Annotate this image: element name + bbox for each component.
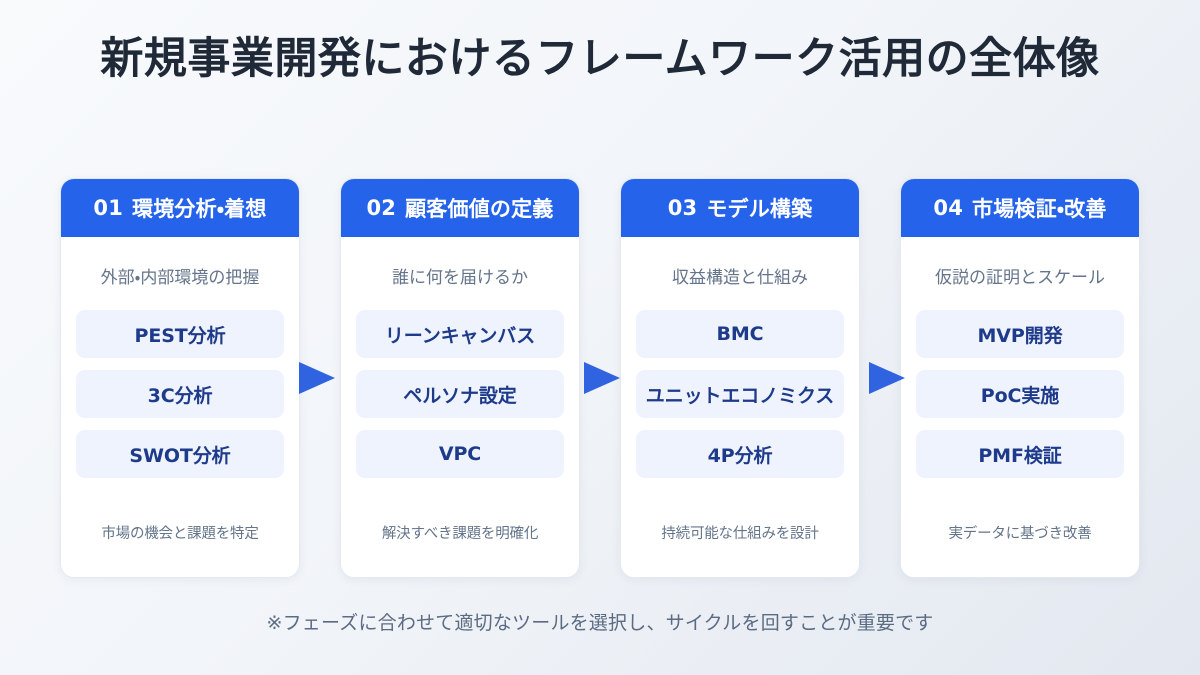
framework-chip[interactable]: 3C分析 (76, 370, 284, 418)
page-title: 新規事業開発におけるフレームワーク活用の全体像 (100, 34, 1100, 84)
phase-footnote-03: 持続可能な仕組みを設計 (661, 526, 819, 542)
phase-card-02: 02 顧客価値の定義 誰に何を届けるか リーンキャンバス ペルソナ設定 VPC … (340, 178, 580, 578)
phase-card-body-03: 収益構造と仕組み BMC ユニットエコノミクス 4P分析 持続可能な仕組みを設計 (621, 237, 859, 577)
framework-chip[interactable]: SWOT分析 (76, 430, 284, 478)
phase-number-03: 03 (667, 196, 698, 220)
phase-title-03: モデル構築 (706, 197, 813, 221)
arrow-right-icon (299, 360, 335, 396)
arrow-right-icon (869, 360, 905, 396)
framework-chip[interactable]: PMF検証 (916, 430, 1124, 478)
framework-chip[interactable]: ユニットエコノミクス (636, 370, 844, 418)
framework-chip[interactable]: リーンキャンバス (356, 310, 564, 358)
phase-number-04: 04 (933, 196, 964, 220)
phase-footnote-02: 解決すべき課題を明確化 (381, 526, 539, 542)
phase-number-02: 02 (366, 196, 397, 220)
framework-chip-list-01: PEST分析 3C分析 SWOT分析 (75, 310, 285, 478)
framework-chip-list-02: リーンキャンバス ペルソナ設定 VPC (355, 310, 565, 478)
phase-card-03: 03 モデル構築 収益構造と仕組み BMC ユニットエコノミクス 4P分析 持続… (620, 178, 860, 578)
phase-card-header-02: 02 顧客価値の定義 (341, 179, 579, 237)
framework-chip[interactable]: ペルソナ設定 (356, 370, 564, 418)
phase-footnote-01: 市場の機会と課題を特定 (101, 526, 259, 542)
phase-subtitle-02: 誰に何を届けるか (392, 268, 528, 288)
phase-title-04: 市場検証・改善 (972, 197, 1107, 221)
phase-card-body-04: 仮説の証明とスケール MVP開発 PoC実施 PMF検証 実データに基づき改善 (901, 237, 1139, 577)
phase-card-body-02: 誰に何を届けるか リーンキャンバス ペルソナ設定 VPC 解決すべき課題を明確化 (341, 237, 579, 577)
phase-card-header-03: 03 モデル構築 (621, 179, 859, 237)
phase-cards-row: 01 環境分析・着想 外部・内部環境の把握 PEST分析 3C分析 SWOT分析… (60, 178, 1140, 578)
framework-chip[interactable]: MVP開発 (916, 310, 1124, 358)
framework-chip[interactable]: 4P分析 (636, 430, 844, 478)
framework-chip[interactable]: BMC (636, 310, 844, 358)
phase-card-header-04: 04 市場検証・改善 (901, 179, 1139, 237)
framework-chip[interactable]: VPC (356, 430, 564, 478)
phase-title-01: 環境分析・着想 (132, 197, 267, 221)
framework-chip[interactable]: PEST分析 (76, 310, 284, 358)
phase-card-body-01: 外部・内部環境の把握 PEST分析 3C分析 SWOT分析 市場の機会と課題を特… (61, 237, 299, 577)
phase-card-04: 04 市場検証・改善 仮説の証明とスケール MVP開発 PoC実施 PMF検証 … (900, 178, 1140, 578)
phase-number-01: 01 (93, 196, 124, 220)
framework-chip-list-04: MVP開発 PoC実施 PMF検証 (915, 310, 1125, 478)
phase-footnote-04: 実データに基づき改善 (948, 526, 1092, 542)
phase-subtitle-01: 外部・内部環境の把握 (100, 268, 260, 288)
phase-card-header-01: 01 環境分析・着想 (61, 179, 299, 237)
phase-subtitle-03: 収益構造と仕組み (672, 268, 808, 288)
phase-card-01: 01 環境分析・着想 外部・内部環境の把握 PEST分析 3C分析 SWOT分析… (60, 178, 300, 578)
framework-chip-list-03: BMC ユニットエコノミクス 4P分析 (635, 310, 845, 478)
framework-chip[interactable]: PoC実施 (916, 370, 1124, 418)
footer-note: ※フェーズに合わせて適切なツールを選択し、サイクルを回すことが重要です (266, 612, 934, 634)
arrow-right-icon (584, 360, 620, 396)
phase-title-02: 顧客価値の定義 (405, 197, 554, 221)
phase-subtitle-04: 仮説の証明とスケール (935, 268, 1105, 288)
